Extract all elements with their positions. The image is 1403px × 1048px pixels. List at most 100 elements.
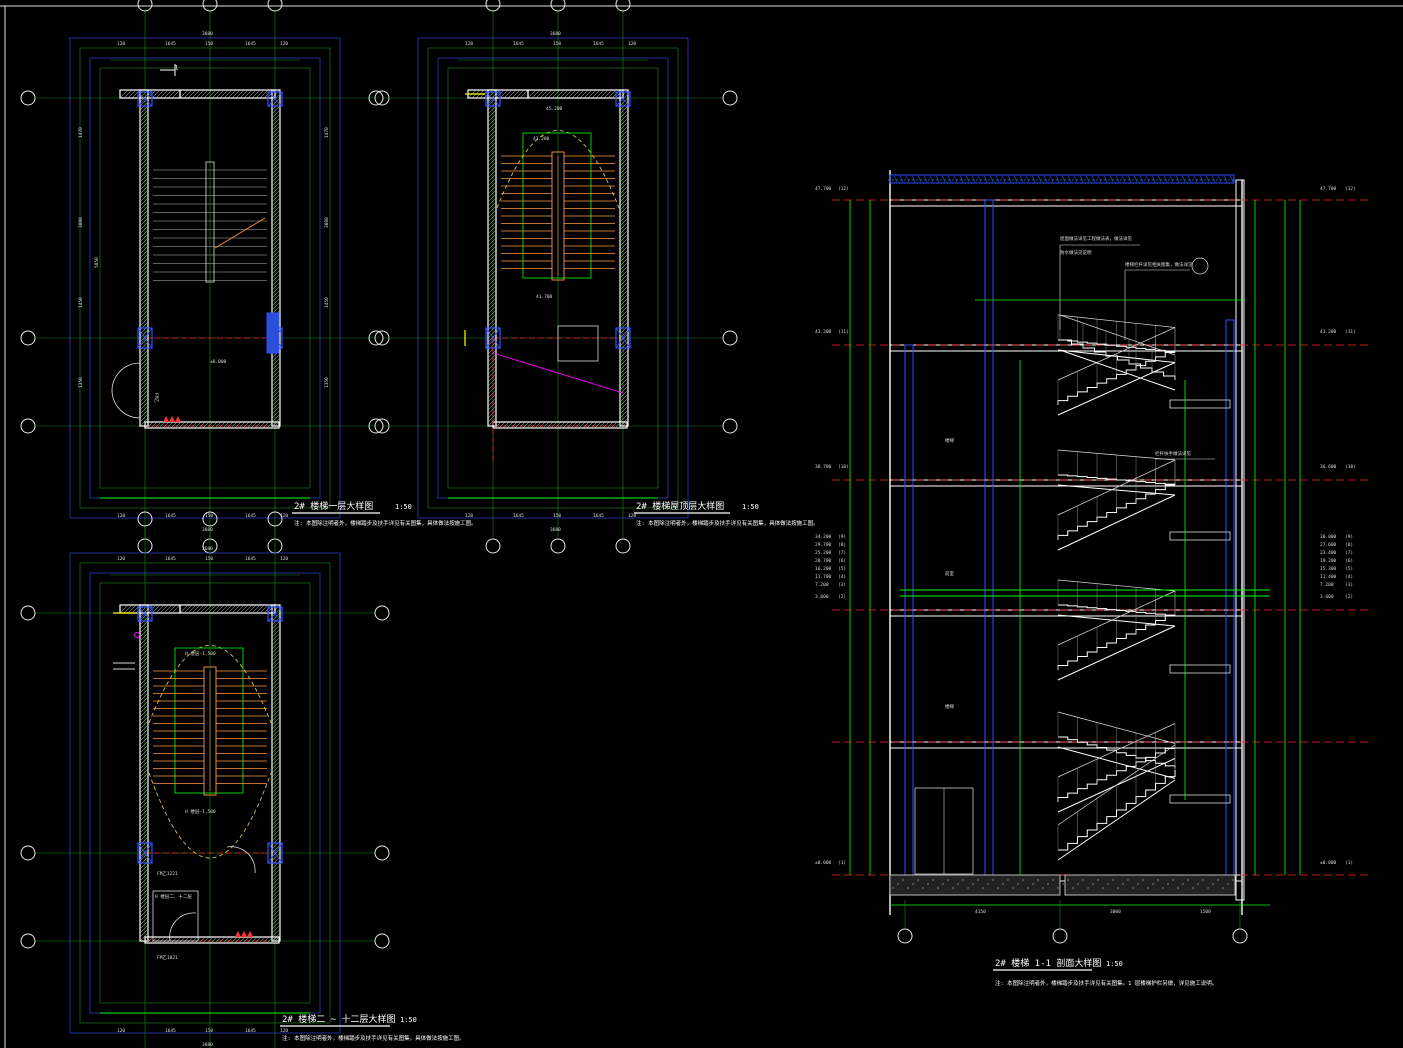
right-level-note: (1): [1345, 860, 1353, 866]
hatch-line: [271, 145, 281, 155]
plan-top-floor[interactable]: 1201201645164515015016451645120120368036…: [368, 0, 738, 554]
hatch-line: [571, 89, 581, 99]
hatch-line: [619, 261, 629, 271]
bottom-total-label: 3680: [202, 1042, 213, 1048]
foundation-speck: [1002, 883, 1004, 885]
foundation-speck: [1092, 883, 1094, 885]
hatch-line: [139, 209, 149, 219]
grid-bubble-right: [374, 933, 390, 949]
foundation-speck: [1177, 887, 1179, 889]
top-dim-label: 150: [205, 556, 213, 562]
hatch-line: [139, 676, 149, 686]
hatch-line: [619, 133, 629, 143]
hatch-line: [271, 904, 281, 914]
top-dim-label: 150: [553, 41, 561, 47]
bottom-dim-label: 120: [280, 1028, 288, 1034]
plan-ground-floor[interactable]: 1201201645164515015016451645120120368036…: [20, 0, 390, 554]
hatch-line: [247, 604, 257, 614]
right-level-label: 47.700: [1320, 186, 1337, 192]
hatch-line: [487, 293, 497, 303]
foundation-fill: [1064, 874, 1236, 896]
hatch-line: [271, 285, 281, 295]
hatch-line: [139, 772, 149, 782]
hatch-line: [503, 89, 513, 99]
hatch-line: [139, 912, 149, 922]
magenta-marker: [134, 632, 140, 638]
hatch-line: [271, 612, 281, 622]
hatch-line: [183, 89, 193, 99]
hatch-line: [271, 788, 281, 798]
hatch-line: [158, 421, 166, 429]
hatch-line: [619, 413, 629, 423]
bottom-total-label: 3680: [550, 527, 561, 533]
bottom-dim-label: 4150: [975, 909, 986, 915]
plan-ground-scale: 1:50: [395, 503, 412, 511]
plan-top-title-block: 2# 楼梯屋顶层大样图 1:50 注: 本图除注明者外，楼梯踏步及扶手详见有关图…: [634, 500, 819, 527]
hatch-line: [271, 273, 281, 283]
hatch-line: [218, 421, 226, 429]
grid-bubble-top: [267, 0, 283, 12]
hatch-line: [139, 888, 149, 898]
foundation-speck: [1157, 879, 1159, 881]
section-1-1[interactable]: 47.700(12)43.200(11)38.700(10)34.200(9)2…: [815, 170, 1370, 944]
hatch-line: [271, 221, 281, 231]
dim-frame: [99, 67, 311, 489]
hatch-line: [619, 329, 629, 339]
hatch-line: [619, 105, 629, 115]
left-level-label: 16.200: [815, 566, 832, 572]
foundation-speck: [1232, 879, 1234, 881]
hatch-line: [271, 888, 281, 898]
grid-bubble-left: [20, 845, 36, 861]
hatch-line: [166, 421, 174, 429]
hatch-line: [271, 113, 281, 123]
hatch-line: [139, 245, 149, 255]
hatch-line: [492, 423, 498, 429]
hatch-line: [262, 936, 270, 944]
hatch-line: [271, 676, 281, 686]
callout-text: 楼梯栏杆详见相关图集，做法详见: [1125, 261, 1193, 268]
hatch-line: [271, 796, 281, 806]
top-dim-label: 1645: [165, 41, 176, 47]
hatch-line: [487, 401, 497, 411]
foundation-speck: [1227, 883, 1229, 885]
grid-bubble-left: [368, 90, 384, 106]
hatch-line: [619, 273, 629, 283]
grid-bubble-top: [202, 0, 218, 12]
hatch-line: [619, 253, 629, 263]
hatch-line: [551, 89, 561, 99]
hatch-line: [487, 161, 497, 171]
hatch-line: [139, 329, 149, 339]
hatch-line: [487, 289, 497, 299]
left-level-note: (3): [838, 582, 846, 588]
hatch-line: [271, 908, 281, 918]
hatch-line: [619, 269, 629, 279]
hatch-line: [534, 421, 542, 429]
plan-typical-floor[interactable]: 1201201645164515015016451645120120368036…: [20, 511, 390, 1048]
grid-bubble-left: [368, 330, 384, 346]
hatch-line: [487, 117, 497, 127]
left-level-label: 11.700: [815, 574, 832, 580]
hatch-line: [271, 357, 281, 367]
foundation-speck: [957, 883, 959, 885]
hatch-line: [191, 89, 201, 99]
foundation-speck: [902, 879, 904, 881]
hatch-line: [139, 632, 149, 642]
hatch-line: [555, 89, 565, 99]
hatch-line: [123, 604, 133, 614]
right-level-label: 23.400: [1320, 550, 1337, 556]
foundation-speck: [1122, 883, 1124, 885]
left-level-note: (12): [838, 186, 849, 192]
dim-frame: [79, 562, 331, 1024]
hatch-line: [139, 181, 149, 191]
hatch-line: [271, 157, 281, 167]
hatch-line: [271, 696, 281, 706]
roof-hatch: [1001, 175, 1006, 183]
roof-hatch: [1013, 175, 1018, 183]
hatch-line: [487, 309, 497, 319]
foundation-speck: [1132, 887, 1134, 889]
hatch-line: [186, 936, 194, 944]
landing-slab: [1169, 794, 1231, 804]
bottom-total-label: 3680: [202, 527, 213, 533]
grid-bubble-bottom: [550, 538, 566, 554]
top-dim-label: 1645: [245, 41, 256, 47]
